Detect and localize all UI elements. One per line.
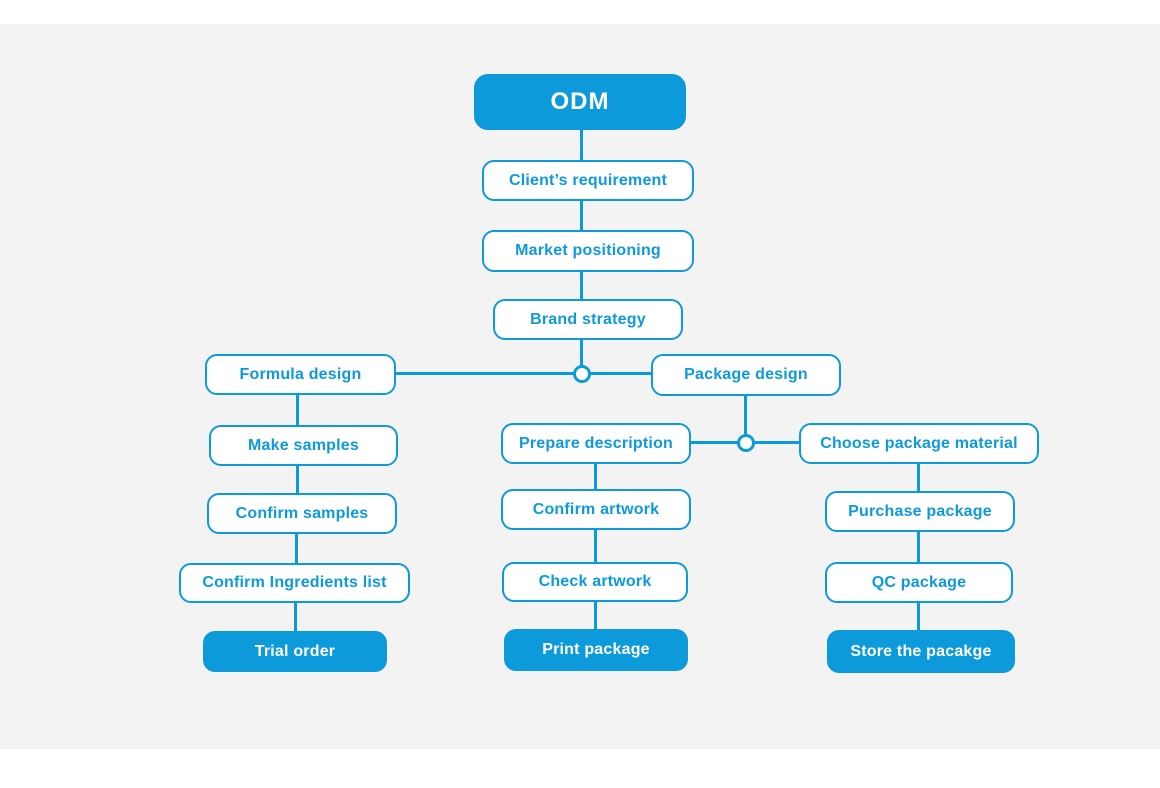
node-market-positioning: Market positioning bbox=[482, 230, 694, 272]
node-brand-strategy: Brand strategy bbox=[493, 299, 683, 340]
node-prepare-description: Prepare description bbox=[501, 423, 691, 464]
node-purchase-package: Purchase package bbox=[825, 491, 1015, 532]
node-confirm-artwork: Confirm artwork bbox=[501, 489, 691, 530]
node-choose-package-material: Choose package material bbox=[799, 423, 1039, 464]
connector-choose-material-purchase-package bbox=[917, 463, 920, 492]
node-qc-package: QC package bbox=[825, 562, 1013, 603]
node-formula-design: Formula design bbox=[205, 354, 396, 395]
connector-package-design-junction2 bbox=[744, 395, 747, 435]
node-clients-requirement: Client’s requirement bbox=[482, 160, 694, 201]
connector-confirm-artwork-check-artwork bbox=[594, 529, 597, 563]
connector-confirm-samples-confirm-ingredients bbox=[295, 533, 298, 564]
connector-qc-package-store-package bbox=[917, 602, 920, 631]
connector-junction2-prepare-description bbox=[690, 441, 738, 444]
connector-purchase-package-qc-package bbox=[917, 531, 920, 563]
node-make-samples: Make samples bbox=[209, 425, 398, 466]
connector-brand-strategy-junction bbox=[580, 339, 583, 366]
connector-junction-package-design bbox=[590, 372, 652, 375]
node-odm: ODM bbox=[474, 74, 686, 130]
connector-odm-clients-requirement bbox=[580, 130, 583, 161]
node-package-design: Package design bbox=[651, 354, 841, 396]
connector-check-artwork-print-package bbox=[594, 601, 597, 630]
junction-dot-package-split bbox=[737, 434, 755, 452]
connector-formula-design-make-samples bbox=[296, 394, 299, 426]
node-store-the-package: Store the pacakge bbox=[827, 630, 1015, 673]
connector-confirm-ingredients-trial-order bbox=[294, 602, 297, 632]
node-confirm-ingredients-list: Confirm Ingredients list bbox=[179, 563, 410, 603]
connector-clients-requirement-market-positioning bbox=[580, 201, 583, 231]
node-trial-order: Trial order bbox=[203, 631, 387, 672]
connector-junction-formula-design bbox=[396, 372, 574, 375]
connector-market-positioning-brand-strategy bbox=[580, 271, 583, 300]
junction-dot-main-split bbox=[573, 365, 591, 383]
connector-make-samples-confirm-samples bbox=[296, 465, 299, 494]
connector-junction2-choose-package-material bbox=[754, 441, 800, 444]
node-confirm-samples: Confirm samples bbox=[207, 493, 397, 534]
connector-prepare-description-confirm-artwork bbox=[594, 463, 597, 490]
node-check-artwork: Check artwork bbox=[502, 562, 688, 602]
node-print-package: Print package bbox=[504, 629, 688, 671]
